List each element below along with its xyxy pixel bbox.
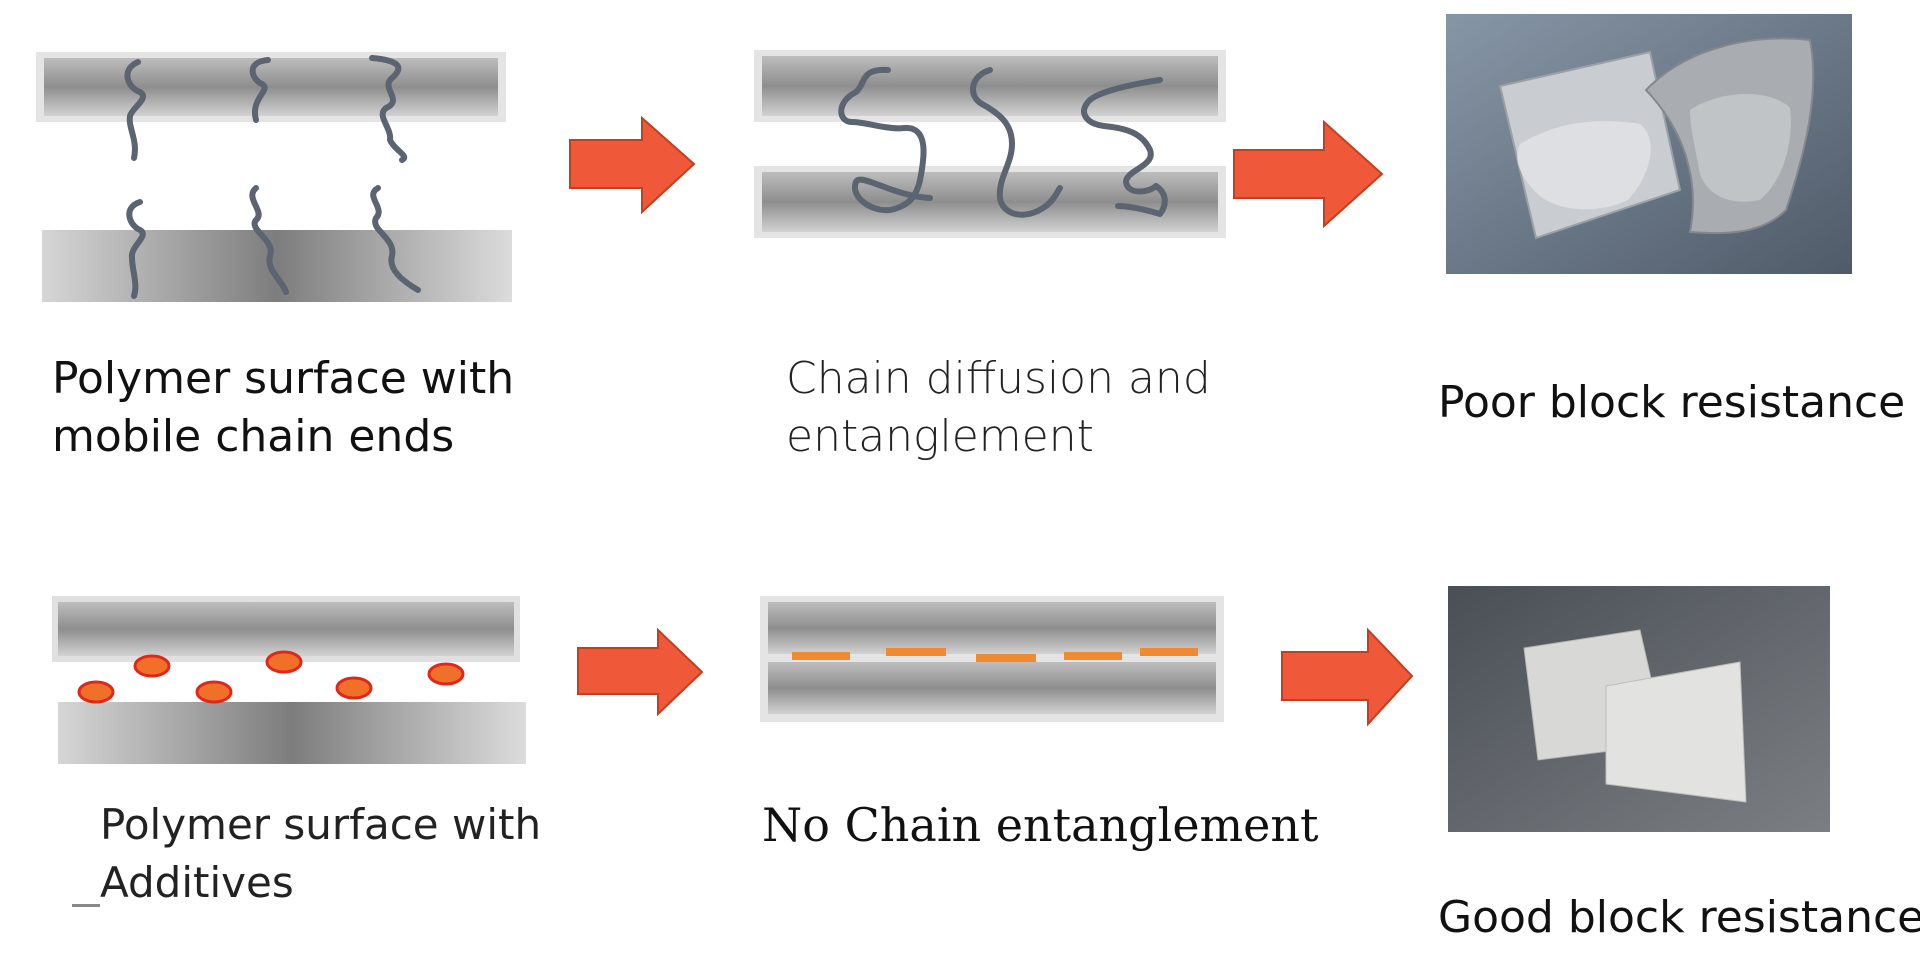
- polymer-surface-top-inner: [58, 602, 514, 656]
- panel-chain-entanglement: [754, 50, 1226, 238]
- additive-dash: [1064, 652, 1122, 660]
- caption-good-block-resistance: Good block resistance: [1438, 892, 1920, 943]
- underscore-mark: [72, 904, 100, 907]
- additive-particle: [265, 650, 303, 674]
- caption-line: Chain diffusion and: [786, 353, 1211, 404]
- additive-particles: [77, 650, 465, 704]
- caption-no-chain-entanglement: No Chain entanglement: [762, 798, 1319, 852]
- additive-dash: [886, 648, 946, 656]
- polymer-surface-bottom: [58, 702, 526, 764]
- additive-dash: [1140, 648, 1198, 656]
- additive-particle: [77, 680, 115, 704]
- photo-poor-block-resistance: [1446, 14, 1852, 274]
- photo-good-block-resistance: [1448, 586, 1830, 832]
- caption-poor-block-resistance: Poor block resistance: [1438, 377, 1906, 428]
- caption-line: Polymer surface with: [100, 800, 542, 849]
- additive-dash: [792, 652, 850, 660]
- panel-additives: [52, 596, 526, 764]
- entangled-chains: [838, 66, 1168, 218]
- additive-layer: [792, 648, 1198, 662]
- caption-line: mobile chain ends: [52, 411, 455, 462]
- polymer-surface-bottom-inner: [768, 662, 1216, 714]
- polymer-surface-bottom: [42, 230, 512, 302]
- additive-particle: [195, 680, 233, 704]
- additive-dash: [976, 654, 1036, 662]
- polymer-surface-top-inner: [768, 602, 1216, 654]
- arrow-icon: [1281, 627, 1414, 727]
- panel-no-entanglement: [760, 596, 1224, 722]
- caption-line: entanglement: [786, 411, 1094, 462]
- caption-additives: Polymer surface with Additives: [100, 796, 541, 912]
- additive-particle: [427, 662, 465, 686]
- polymer-surface-bottom-inner: [762, 172, 1218, 232]
- additive-particle: [133, 654, 171, 678]
- panel-mobile-chain-ends: [36, 52, 512, 302]
- caption-mobile-chain-ends: Polymer surface with mobile chain ends: [52, 350, 514, 466]
- arrow-icon: [1233, 119, 1384, 229]
- caption-chain-diffusion: Chain diffusion and entanglement: [786, 350, 1211, 466]
- arrow-icon: [569, 115, 696, 215]
- arrow-icon: [577, 627, 704, 717]
- polymer-chains: [124, 55, 421, 299]
- caption-line: Additives: [100, 858, 294, 907]
- polymer-surface-top-inner: [44, 58, 498, 116]
- caption-line: Polymer surface with: [52, 353, 515, 404]
- additive-particle: [335, 676, 373, 700]
